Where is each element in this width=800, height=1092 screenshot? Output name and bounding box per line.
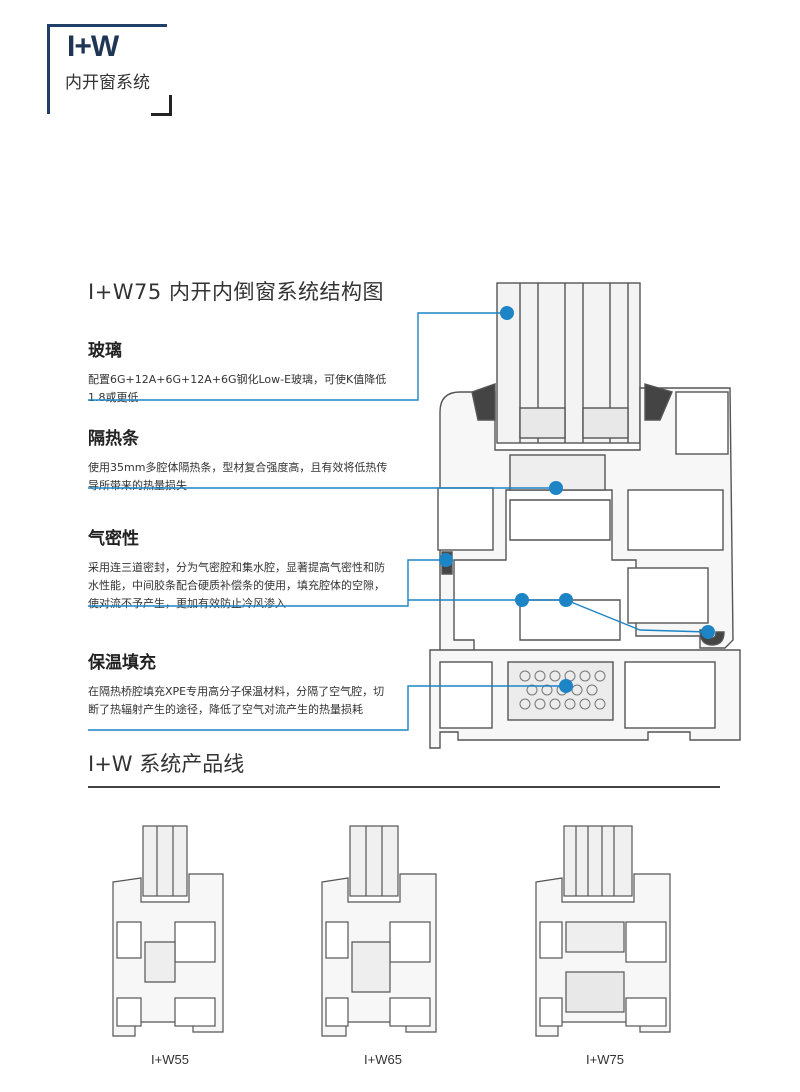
mini-diagram-w65: [321, 825, 437, 1037]
feature-title: 保温填充: [88, 653, 156, 673]
feature-thermal-strip: 隔热条 使用35mm多腔体隔热条，型材复合强度高，且有效将低热传导所带来的热量损…: [88, 424, 388, 495]
brand-title: I+W: [67, 30, 119, 63]
brand-subtitle: 内开窗系统: [65, 73, 150, 93]
feature-text: 使用35mm多腔体隔热条，型材复合强度高，且有效将低热传导所带来的热量损失: [88, 461, 388, 492]
feature-title: 玻璃: [88, 341, 122, 361]
model-label-w65: I+W65: [364, 1052, 402, 1067]
feature-text: 配置6G+12A+6G+12A+6G钢化Low-E玻璃，可使K值降低1.8或更低: [88, 373, 387, 404]
window-cross-section-diagram: [88, 282, 741, 749]
model-label-w55: I+W55: [151, 1052, 189, 1067]
corner-mark: [151, 95, 172, 116]
brand-frame-top: [47, 24, 167, 27]
divider: [88, 786, 720, 788]
brand-frame-left: [47, 24, 50, 114]
feature-airtightness: 气密性 采用连三道密封，分为气密腔和集水腔，显著提高气密性和防水性能，中间胶条配…: [88, 524, 388, 613]
feature-title: 隔热条: [88, 429, 139, 449]
mini-diagram-w75: [535, 825, 671, 1037]
feature-title: 气密性: [88, 529, 139, 549]
feature-glass: 玻璃 配置6G+12A+6G+12A+6G钢化Low-E玻璃，可使K值降低1.8…: [88, 336, 388, 407]
diagram-title: I+W75 内开内倒窗系统结构图: [88, 280, 384, 304]
feature-text: 在隔热桥腔填充XPE专用高分子保温材料，分隔了空气腔，切断了热辐射产生的途径，降…: [88, 685, 385, 716]
feature-text: 采用连三道密封，分为气密腔和集水腔，显著提高气密性和防水性能，中间胶条配合硬质补…: [88, 561, 385, 610]
model-label-w75: I+W75: [586, 1052, 624, 1067]
mini-diagram-w55: [112, 825, 224, 1037]
feature-insulation-fill: 保温填充 在隔热桥腔填充XPE专用高分子保温材料，分隔了空气腔，切断了热辐射产生…: [88, 648, 388, 719]
product-line-title: I+W 系统产品线: [88, 752, 245, 776]
brand-box: [47, 24, 172, 116]
